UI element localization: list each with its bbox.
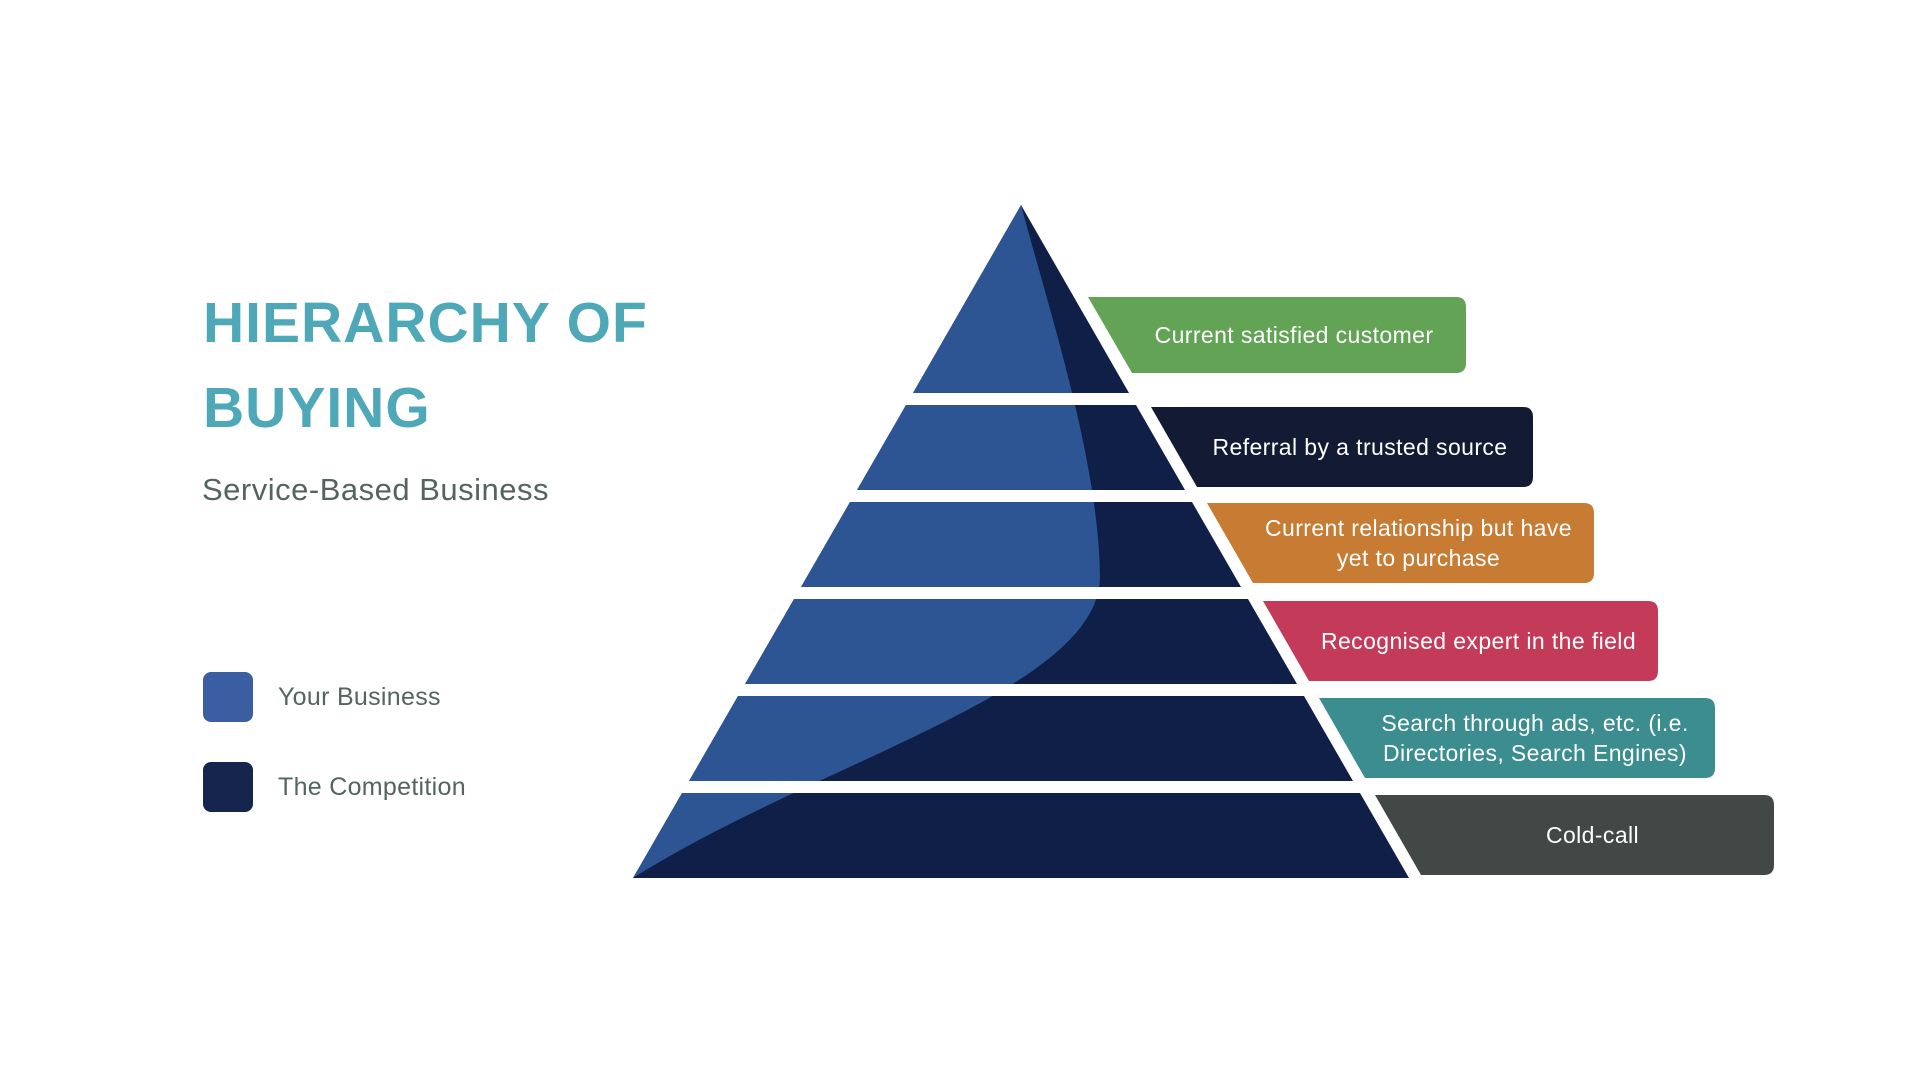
the-competition-label: The Competition (278, 772, 466, 801)
page-title-line-2: BUYING (203, 376, 431, 440)
level-4-label: Recognised expert in the field (1320, 628, 1637, 654)
level-tags (1088, 297, 1774, 875)
page-title: HIERARCHY OF BUYING (203, 281, 648, 451)
your-business-swatch (203, 672, 253, 722)
level-5-label: Search through ads, etc. (i.e. Directori… (1381, 710, 1689, 766)
level-1-label: Current satisfied customer (1154, 322, 1434, 348)
page-subtitle: Service-Based Business (202, 472, 549, 507)
level-2-tag (1151, 407, 1533, 487)
level-6-tag (1375, 795, 1774, 875)
level-6-label: Cold-call (1545, 822, 1640, 848)
pyramid-your-business-area (633, 205, 1101, 878)
the-competition-swatch (203, 762, 253, 812)
level-3-label: Current relationship but have yet to pur… (1265, 515, 1572, 571)
level-3-tag (1207, 503, 1594, 583)
page-title-line-1: HIERARCHY OF (203, 291, 648, 355)
level-4-tag (1263, 601, 1658, 681)
your-business-label: Your Business (278, 682, 441, 711)
band-6-competition (633, 793, 1409, 878)
level-1-tag (1088, 297, 1466, 373)
level-5-tag (1319, 698, 1715, 778)
level-2-label: Referral by a trusted source (1212, 434, 1508, 460)
